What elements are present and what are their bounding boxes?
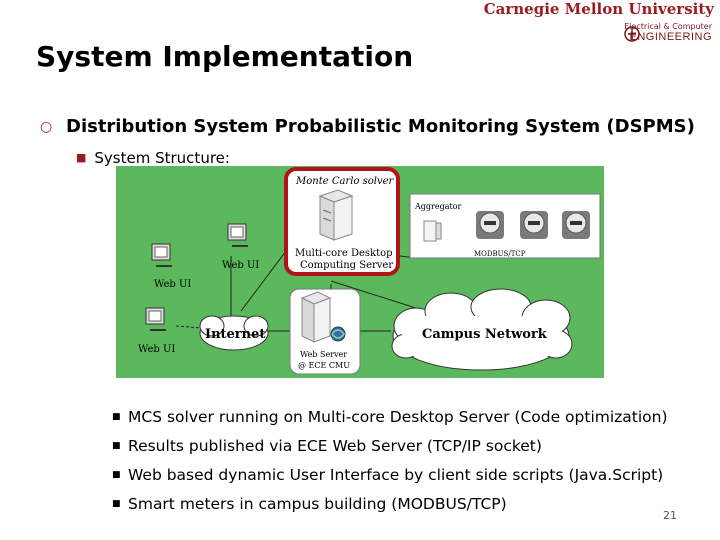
- level2-heading-text: System Structure:: [94, 149, 230, 167]
- web-ui-label-2: Web UI: [154, 279, 191, 290]
- campus-cloud-fill: [402, 316, 562, 356]
- level2-bullet-icon: ■: [76, 151, 87, 164]
- system-structure-diagram: Monte Carlo solver Multi-core Desktop Co…: [116, 166, 604, 378]
- list-item-text: MCS solver running on Multi-core Desktop…: [128, 408, 668, 426]
- ece-emblem-icon: [624, 26, 640, 42]
- internet-cloud: [199, 315, 269, 351]
- square-bullet-icon: ■: [112, 499, 121, 509]
- bullet-list: ■ MCS solver running on Multi-core Deskto…: [112, 403, 668, 519]
- list-item-text: Web based dynamic User Interface by clie…: [128, 466, 664, 484]
- ece-dept-small: Electrical & Computer: [624, 22, 712, 31]
- web-server-label-line1: Web Server: [300, 350, 347, 359]
- level1-heading: Distribution System Probabilistic Monito…: [66, 116, 695, 137]
- server-icon: [318, 189, 354, 241]
- web-server-icon: [300, 291, 346, 343]
- web-ui-label-1: Web UI: [222, 260, 259, 271]
- list-item: ■ Web based dynamic User Interface by cli…: [112, 461, 668, 490]
- level2-heading: ■ System Structure:: [76, 149, 230, 167]
- list-item: ■ Results published via ECE Web Server (T…: [112, 432, 668, 461]
- web-ui-label-3: Web UI: [138, 344, 175, 355]
- square-bullet-icon: ■: [112, 412, 121, 422]
- internet-label: Internet: [205, 327, 265, 342]
- list-item: ■ MCS solver running on Multi-core Deskto…: [112, 403, 668, 432]
- meter-icon: [476, 211, 590, 239]
- cmu-logo: Carnegie Mellon University: [483, 0, 714, 18]
- ece-logo: Electrical & Computer ENGINEERING: [622, 22, 712, 46]
- ece-dept-big: ENGINEERING: [629, 31, 712, 43]
- square-bullet-icon: ■: [112, 470, 121, 480]
- aggregator-device-icon: [423, 220, 442, 242]
- computer-icon: [145, 223, 248, 331]
- list-item-text: Smart meters in campus building (MODBUS/…: [128, 495, 507, 513]
- modbus-label: MODBUS/TCP: [474, 250, 526, 258]
- list-item-text: Results published via ECE Web Server (TC…: [128, 437, 542, 455]
- level1-bullet-icon: ○: [40, 119, 53, 135]
- web-server-label-line2: @ ECE CMU: [298, 361, 350, 370]
- monte-carlo-label: Monte Carlo solver: [295, 176, 395, 187]
- campus-network-label: Campus Network: [422, 327, 548, 342]
- server-label-line1: Multi-core Desktop: [295, 248, 393, 259]
- server-label-line2: Computing Server: [300, 260, 393, 271]
- aggregator-label: Aggregator: [414, 202, 462, 211]
- square-bullet-icon: ■: [112, 441, 121, 451]
- page-number: 21: [663, 509, 677, 522]
- slide-title: System Implementation: [36, 40, 414, 73]
- list-item: ■ Smart meters in campus building (MODBUS…: [112, 490, 668, 519]
